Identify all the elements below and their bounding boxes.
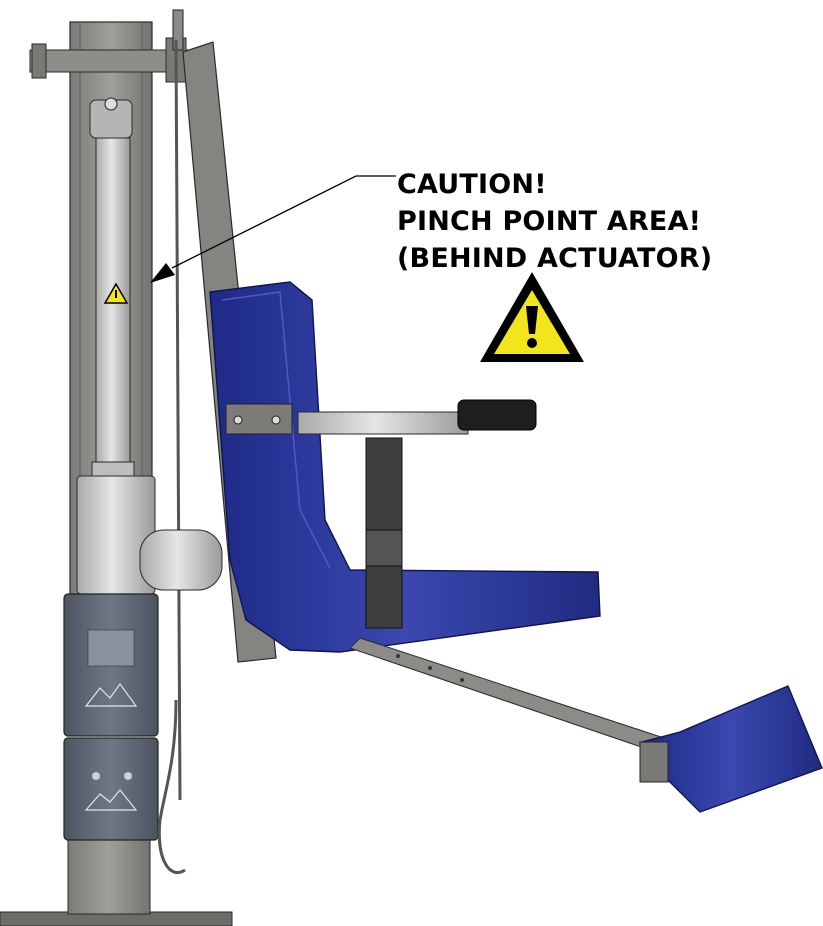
caution-leader-line (150, 175, 396, 283)
control-cable (157, 699, 186, 874)
actuator (76, 97, 223, 595)
warning-triangle-icon (480, 272, 584, 362)
control-box-lower (63, 737, 159, 841)
actuator-warning-sticker-icon (103, 282, 129, 304)
seat-body (209, 281, 601, 653)
top-pivot-axle (29, 9, 191, 83)
base-plate (0, 839, 233, 926)
caution-line-1: CAUTION! (397, 169, 547, 200)
linkage-rod (174, 39, 182, 801)
armrest (297, 399, 537, 435)
control-box-upper (63, 593, 159, 737)
footrest-pad (639, 685, 823, 813)
caution-label: CAUTION! PINCH POINT AREA! (BEHIND ACTUA… (397, 166, 712, 277)
caution-line-3: (BEHIND ACTUATOR) (397, 243, 713, 274)
seat-strap (365, 437, 403, 629)
caution-line-2: PINCH POINT AREA! (397, 206, 702, 237)
